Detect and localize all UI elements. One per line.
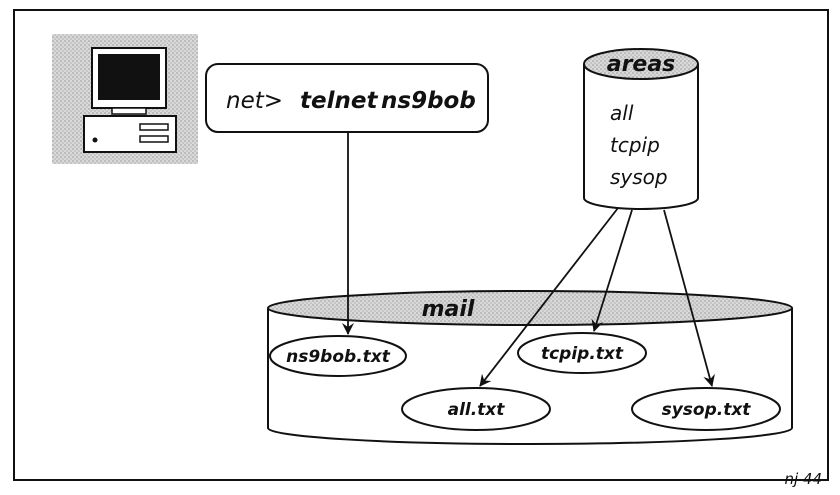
mail-title: mail xyxy=(422,297,475,322)
file-label-tcpip: tcpip.txt xyxy=(541,344,624,364)
area-item-all: all xyxy=(610,101,634,125)
file-label-ns9bob: ns9bob.txt xyxy=(286,347,391,367)
file-tcpip: tcpip.txt xyxy=(517,332,647,374)
arrow-areas-to-all xyxy=(479,207,619,387)
command-prompt: net> xyxy=(226,88,283,114)
area-item-sysop: sysop xyxy=(610,165,668,189)
figure-corner-label: nj 44 xyxy=(784,470,822,488)
file-all: all.txt xyxy=(401,387,551,431)
arrow-areas-to-sysop xyxy=(663,209,715,387)
arrow-areas-to-tcpip xyxy=(591,209,633,332)
command-verb: telnet xyxy=(300,88,378,114)
file-ns9bob: ns9bob.txt xyxy=(269,335,407,377)
diagram-frame xyxy=(13,9,829,481)
file-sysop: sysop.txt xyxy=(631,387,781,431)
computer-icon xyxy=(52,34,198,164)
areas-title: areas xyxy=(607,52,676,77)
areas-cylinder: areas all tcpip sysop xyxy=(583,48,699,210)
command-arg: ns9bob xyxy=(381,88,476,114)
file-label-all: all.txt xyxy=(448,400,506,420)
area-item-tcpip: tcpip xyxy=(610,133,660,157)
file-label-sysop: sysop.txt xyxy=(662,400,752,420)
command-box: net> telnet ns9bob xyxy=(205,63,489,133)
